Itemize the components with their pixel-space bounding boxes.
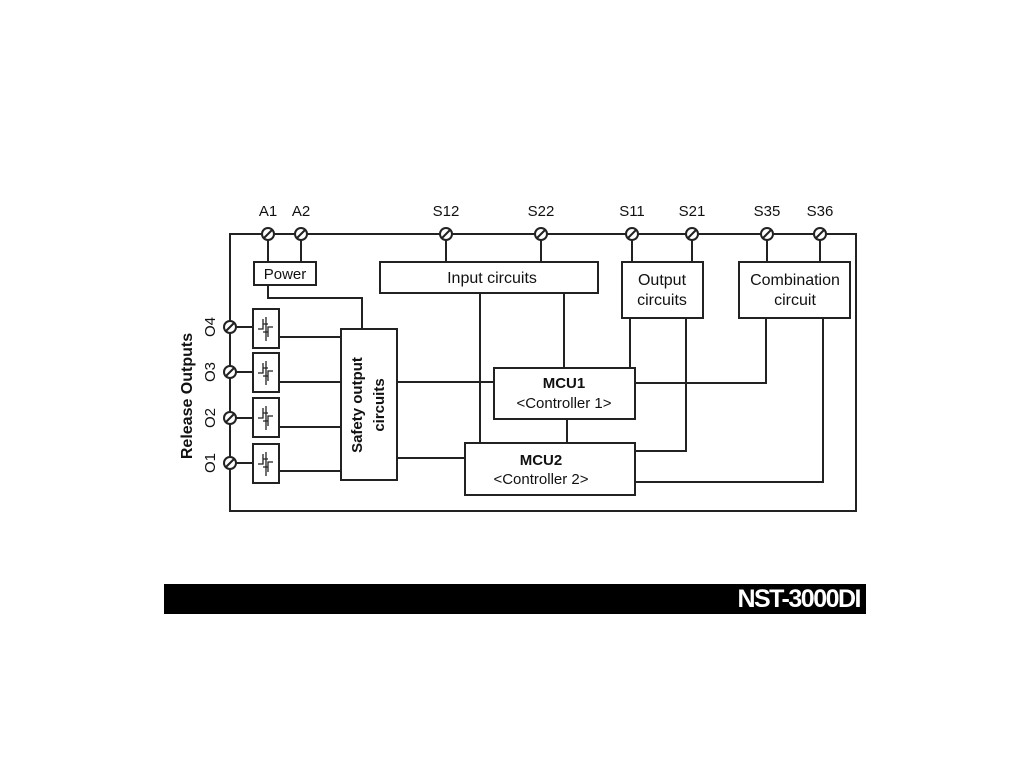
terminal-s22 [534, 227, 548, 241]
terminal-label: O2 [202, 408, 219, 428]
terminal-s21 [685, 227, 699, 241]
terminal-o2 [223, 411, 237, 425]
terminal-label: S12 [433, 203, 460, 220]
terminal-a1 [261, 227, 275, 241]
combination-label-1: Combination [750, 272, 840, 289]
mcu2-label: MCU2 [520, 452, 563, 469]
combination-label-2: circuit [774, 292, 816, 309]
terminal-o3 [223, 365, 237, 379]
terminal-s12 [439, 227, 453, 241]
output-label-1: Output [638, 272, 687, 289]
terminal-label: A2 [292, 203, 310, 220]
input-circuits-block: Input circuits [379, 261, 599, 294]
model-banner: NST-3000DI [164, 584, 866, 614]
mcu1-label: MCU1 [543, 375, 586, 392]
terminal-label: A1 [259, 203, 277, 220]
safety-output-block: Safety output circuits [340, 328, 398, 481]
relay-contact-icon [252, 352, 280, 393]
terminal-o4 [223, 320, 237, 334]
output-label-2: circuits [637, 292, 687, 309]
terminal-s35 [760, 227, 774, 241]
output-circuits-block: Output circuits [621, 261, 704, 319]
relay-contact-icon [252, 308, 280, 349]
relay-contact-icon [252, 443, 280, 484]
mcu1-sublabel: <Controller 1> [516, 395, 611, 412]
terminal-label: O1 [202, 453, 219, 473]
terminal-s36 [813, 227, 827, 241]
release-outputs-label: Release Outputs [179, 333, 196, 459]
mcu2-block: MCU2 <Controller 2> [464, 442, 636, 496]
terminal-label: S35 [754, 203, 781, 220]
input-circuits-label: Input circuits [447, 270, 537, 287]
mcu1-block: MCU1 <Controller 1> [493, 367, 636, 420]
wires [230, 234, 824, 483]
terminal-label: S21 [679, 203, 706, 220]
terminal-label: S11 [619, 203, 645, 220]
mcu2-sublabel: <Controller 2> [493, 471, 588, 488]
terminal-label: O3 [202, 362, 219, 382]
terminal-label: S36 [807, 203, 834, 220]
power-block: Power [253, 261, 317, 286]
terminal-label: S22 [528, 203, 555, 220]
terminal-a2 [294, 227, 308, 241]
safety-label-2: circuits [371, 378, 388, 431]
model-name: NST-3000DI [737, 585, 861, 613]
terminal-o1 [223, 456, 237, 470]
terminal-label: O4 [202, 317, 219, 337]
power-label: Power [264, 266, 307, 283]
terminal-s11 [625, 227, 639, 241]
safety-label-1: Safety output [349, 357, 366, 453]
relay-contact-icon [252, 397, 280, 438]
combination-circuit-block: Combination circuit [738, 261, 851, 319]
